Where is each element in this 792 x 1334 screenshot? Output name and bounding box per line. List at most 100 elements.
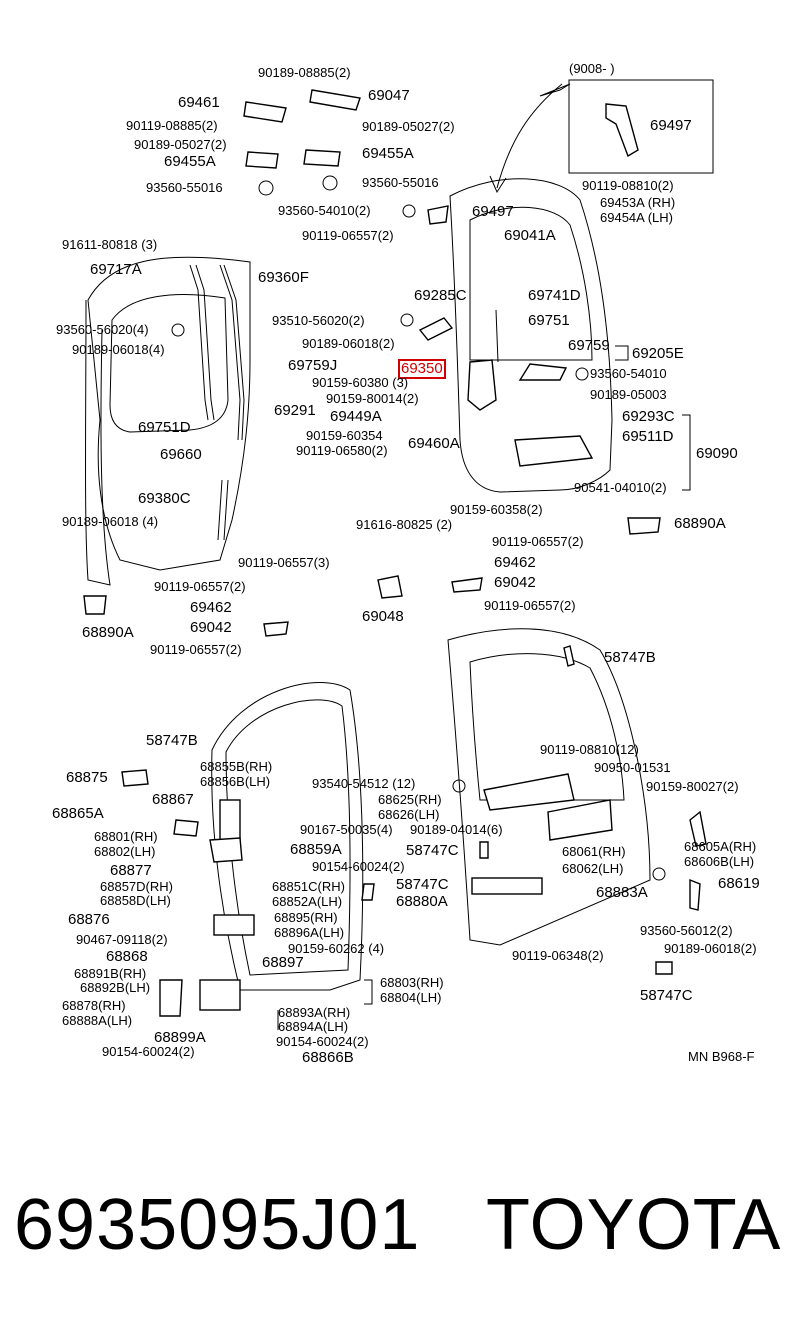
part-label: 93560-54010 bbox=[590, 366, 667, 381]
part-label: 68875 bbox=[66, 769, 108, 786]
part-label: 90154-60024(2) bbox=[276, 1034, 369, 1049]
part-label: 58747C bbox=[396, 876, 449, 893]
part-label: 68899A bbox=[154, 1029, 206, 1046]
parts-diagram: (9008- ) 90189-08885(2) 69461 69047 9011… bbox=[52, 62, 760, 1066]
part-label: 93560-55016 bbox=[146, 180, 223, 195]
handle-68625-shape bbox=[483, 773, 575, 811]
part-label: 58747B bbox=[604, 649, 656, 666]
part-label: 90189-06018(2) bbox=[664, 941, 757, 956]
part-label: 90467-09118(2) bbox=[76, 932, 168, 947]
part-label: 69751 bbox=[528, 312, 570, 329]
part-label: 68804(LH) bbox=[380, 990, 442, 1005]
part-label: 68867 bbox=[152, 791, 194, 808]
part-label: 68865A bbox=[52, 805, 104, 822]
part-label: 69041A bbox=[504, 227, 556, 244]
part-label: 68868 bbox=[106, 948, 148, 965]
part-label: 68877 bbox=[110, 862, 152, 879]
part-label: 68855B(RH) bbox=[200, 759, 273, 774]
part-label: 68895(RH) bbox=[274, 910, 338, 925]
inset-frame bbox=[568, 79, 714, 174]
part-label: 90159-60358(2) bbox=[450, 502, 543, 517]
part-label: 58747C bbox=[406, 842, 459, 859]
part-label: 68857D(RH) bbox=[100, 879, 173, 894]
part-label: 90189-06018(4) bbox=[72, 342, 165, 357]
part-label: 68894A(LH) bbox=[278, 1019, 349, 1034]
part-label: 90119-06557(2) bbox=[492, 534, 584, 549]
part-label: 93510-56020(2) bbox=[272, 313, 365, 328]
part-label: 69759 bbox=[568, 337, 610, 354]
handle-69090-shape bbox=[514, 435, 594, 467]
part-label: 68866B bbox=[302, 1049, 354, 1066]
part-label: 68880A bbox=[396, 893, 448, 910]
lock-69350-shape bbox=[467, 359, 497, 411]
part-label: 90189-05027(2) bbox=[134, 137, 227, 152]
part-label: 69293C bbox=[622, 408, 675, 425]
part-label: 69291 bbox=[274, 402, 316, 419]
part-label: 90159-80027(2) bbox=[646, 779, 739, 794]
part-label: 93560-56012(2) bbox=[640, 923, 733, 938]
part-label: 68851C(RH) bbox=[272, 879, 345, 894]
part-label: 68892B(LH) bbox=[80, 980, 151, 995]
part-label: 90119-06557(2) bbox=[484, 598, 576, 613]
brand-name: TOYOTA bbox=[486, 1185, 782, 1265]
part-label: 69455A bbox=[164, 153, 216, 170]
part-label: 68619 bbox=[718, 875, 760, 892]
part-label: 68061(RH) bbox=[562, 844, 626, 859]
part-label: 91616-80825 (2) bbox=[356, 517, 453, 532]
part-label: 69449A bbox=[330, 408, 382, 425]
part-label: 69461 bbox=[178, 94, 220, 111]
part-label: 90189-08885(2) bbox=[258, 65, 351, 80]
rear-door-outline-left bbox=[87, 256, 251, 571]
part-label: 90189-05003 bbox=[590, 387, 667, 402]
part-label: 91611-80818 (3) bbox=[62, 237, 158, 252]
part-label: 68802(LH) bbox=[94, 844, 156, 859]
part-label: 69455A bbox=[362, 145, 414, 162]
part-label: 90167-50035(4) bbox=[300, 822, 393, 837]
part-label: 90119-06557(2) bbox=[154, 579, 246, 594]
part-label: 68852A(LH) bbox=[272, 894, 343, 909]
part-label: 69285C bbox=[414, 287, 467, 304]
part-label: 93560-56020(4) bbox=[56, 322, 149, 337]
part-label: 69741D bbox=[528, 287, 581, 304]
part-label: 69497 bbox=[650, 117, 692, 134]
part-label: 68891B(RH) bbox=[74, 966, 147, 981]
part-label: 90159-60380 (3) bbox=[312, 375, 409, 390]
part-label: 90119-08810(12) bbox=[540, 742, 639, 757]
lower-door-outline-left bbox=[211, 682, 364, 991]
part-label: 93560-55016 bbox=[362, 175, 439, 190]
part-label: 68888A(LH) bbox=[62, 1013, 133, 1028]
part-label: 90119-08810(2) bbox=[582, 178, 674, 193]
part-label: 68803(RH) bbox=[380, 975, 444, 990]
part-label: 90189-04014(6) bbox=[410, 822, 503, 837]
part-label: 68878(RH) bbox=[62, 998, 126, 1013]
part-label: 90154-60024(2) bbox=[102, 1044, 195, 1059]
part-label: 69497 bbox=[472, 203, 514, 220]
part-label: 69751D bbox=[138, 419, 191, 436]
lower-door-outline-right bbox=[447, 628, 651, 946]
part-label: 69380C bbox=[138, 490, 191, 507]
part-label: 69042 bbox=[494, 574, 536, 591]
part-label: 69660 bbox=[160, 446, 202, 463]
highlighted-part-label: 69350 bbox=[398, 359, 446, 379]
part-label: 90541-04010(2) bbox=[574, 480, 667, 495]
part-label: 93540-54512 (12) bbox=[312, 776, 416, 791]
part-label: 90119-06557(2) bbox=[150, 642, 242, 657]
part-label: 90154-60024(2) bbox=[312, 859, 405, 874]
part-label: 69453A (RH) bbox=[600, 195, 676, 210]
part-label: 69454A (LH) bbox=[600, 210, 673, 225]
part-label: 68856B(LH) bbox=[200, 774, 271, 789]
inset-part-69497 bbox=[605, 103, 639, 158]
part-label: 69460A bbox=[408, 435, 460, 452]
part-label: 69047 bbox=[368, 87, 410, 104]
part-label: 90159-80014(2) bbox=[326, 391, 419, 406]
part-label: 68625(RH) bbox=[378, 792, 442, 807]
part-label: 68858D(LH) bbox=[100, 893, 171, 908]
part-label: 68896A(LH) bbox=[274, 925, 345, 940]
rear-door-outline-right bbox=[449, 178, 613, 493]
part-label: 90159-60354 bbox=[306, 428, 383, 443]
part-label: 90119-06557(2) bbox=[302, 228, 394, 243]
door-window-left bbox=[109, 294, 229, 433]
part-label: 68897 bbox=[262, 954, 304, 971]
part-label: 90119-08885(2) bbox=[126, 118, 218, 133]
part-label: 68859A bbox=[290, 841, 342, 858]
